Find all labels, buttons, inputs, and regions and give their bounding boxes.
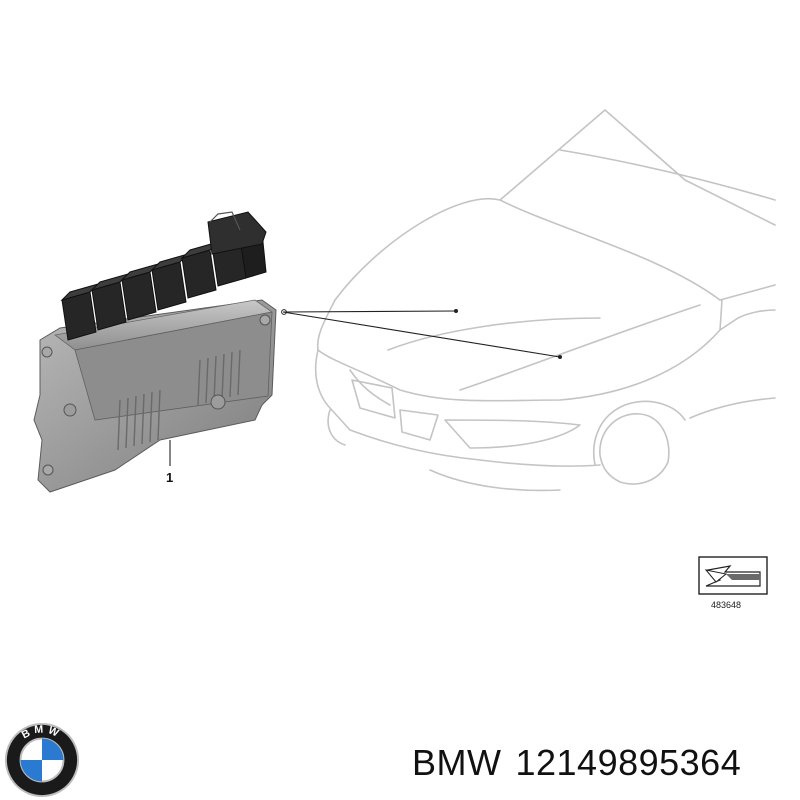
part-callout-label: 1 <box>166 470 173 485</box>
engine-control-module <box>33 211 277 493</box>
connector-block <box>60 211 267 341</box>
brand-name: BMW <box>412 742 502 783</box>
reference-symbol: 483648 <box>698 556 768 610</box>
leader-lines <box>169 309 562 466</box>
svg-text:BMW: BMW <box>20 723 64 741</box>
car-outline <box>314 109 776 492</box>
reference-number: 483648 <box>711 600 741 610</box>
part-caption: BMW 12149895364 <box>412 738 792 788</box>
part-number: 12149895364 <box>515 742 742 783</box>
bmw-logo: BMW <box>4 722 80 798</box>
